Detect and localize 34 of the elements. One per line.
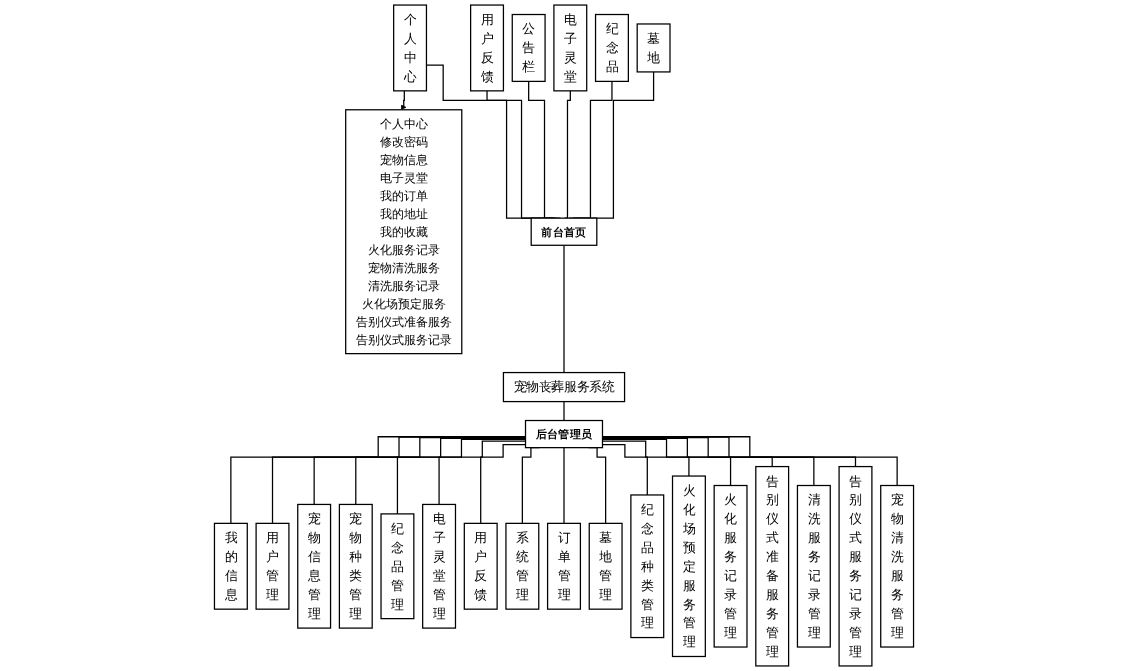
node-box: 纪念品管理 bbox=[380, 513, 415, 620]
node-box: 电子灵堂管理 bbox=[422, 503, 457, 629]
connector bbox=[601, 436, 857, 468]
node-box: 火化场预定服务管理 bbox=[671, 475, 706, 658]
node-box: 个人中心 bbox=[393, 4, 428, 92]
node-box: 后台管理员 bbox=[524, 419, 604, 449]
node-box: 公告栏 bbox=[511, 13, 546, 82]
node-box: 火化服务记录管理 bbox=[713, 484, 748, 648]
node-box: 宠物信息管理 bbox=[297, 503, 332, 629]
arrow bbox=[400, 90, 407, 111]
node-box: 系统管理 bbox=[505, 522, 540, 610]
node-box: 宠物种类管理 bbox=[338, 503, 373, 629]
node-box: 个人中心 修改密码 宠物信息 电子灵堂 我的订单 我的地址 我的收藏 火化服务记录 宠物清洗服务 清洗服务记录 火化场预定服务 告别仪式准备服务 告别仪式服务记录 bbox=[345, 109, 463, 355]
node-box: 墓地 bbox=[636, 23, 671, 73]
node-box: 纪念品 bbox=[594, 13, 629, 82]
node-box: 宠物清洗服务管理 bbox=[880, 484, 915, 648]
node-box: 纪念品种类管理 bbox=[630, 494, 665, 639]
node-box: 我的信息 bbox=[213, 522, 248, 610]
node-box: 清洗服务记录管理 bbox=[796, 484, 831, 648]
node-box: 告别仪式服务记录管理 bbox=[838, 465, 873, 667]
node-box: 前台首页 bbox=[530, 217, 598, 246]
connector bbox=[563, 447, 565, 524]
node-box: 墓地管理 bbox=[588, 522, 623, 610]
node-box: 宠物丧葬服务系统 bbox=[502, 371, 626, 403]
connector bbox=[563, 244, 565, 374]
node-box: 用户管理 bbox=[255, 522, 290, 610]
connector bbox=[563, 400, 565, 422]
connector bbox=[601, 436, 898, 487]
node-box: 电子灵堂 bbox=[553, 4, 588, 92]
node-box: 用户反馈 bbox=[463, 522, 498, 610]
node-box: 订单管理 bbox=[546, 522, 582, 610]
connector bbox=[564, 90, 571, 219]
node-box: 告别仪式准备服务管理 bbox=[755, 465, 790, 667]
node-box: 用户反馈 bbox=[470, 4, 505, 92]
